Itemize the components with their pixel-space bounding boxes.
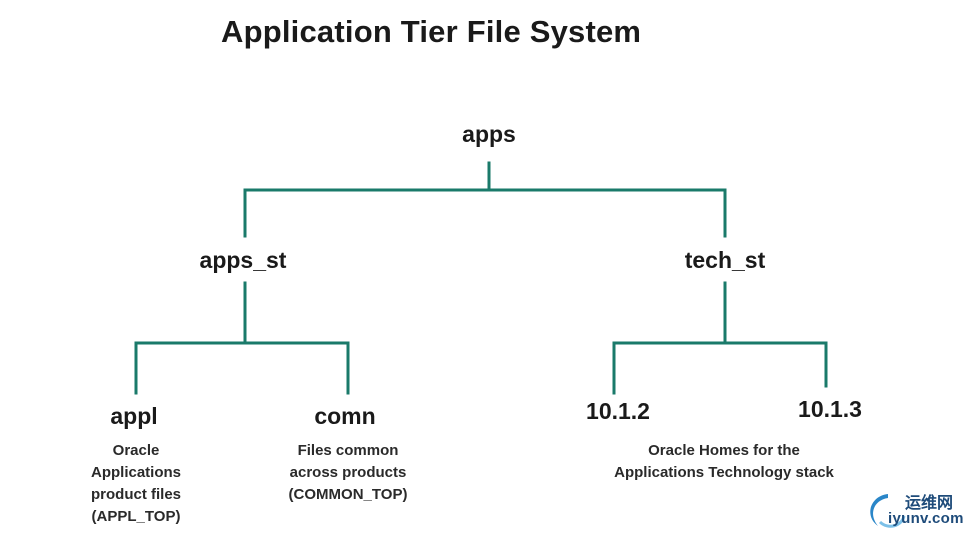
appl-description: Oracle Applications product files (APPL_… [90, 442, 182, 525]
node-appl: appl [110, 403, 158, 429]
swirl-logo-icon [870, 494, 906, 528]
diagram-title: Application Tier File System [221, 14, 642, 49]
node-apps-st: apps_st [199, 247, 287, 273]
node-comn: comn [314, 403, 376, 429]
node-apps: apps [462, 121, 516, 147]
node-10-1-2: 10.1.2 [586, 398, 650, 424]
watermark-cn-text: 运维网 [905, 495, 954, 512]
watermark-url-text: iyunv.com [888, 510, 964, 527]
node-10-1-3: 10.1.3 [798, 396, 862, 422]
node-tech-st: tech_st [684, 247, 766, 273]
comn-description: Files common across products (COMMON_TOP… [288, 442, 408, 503]
